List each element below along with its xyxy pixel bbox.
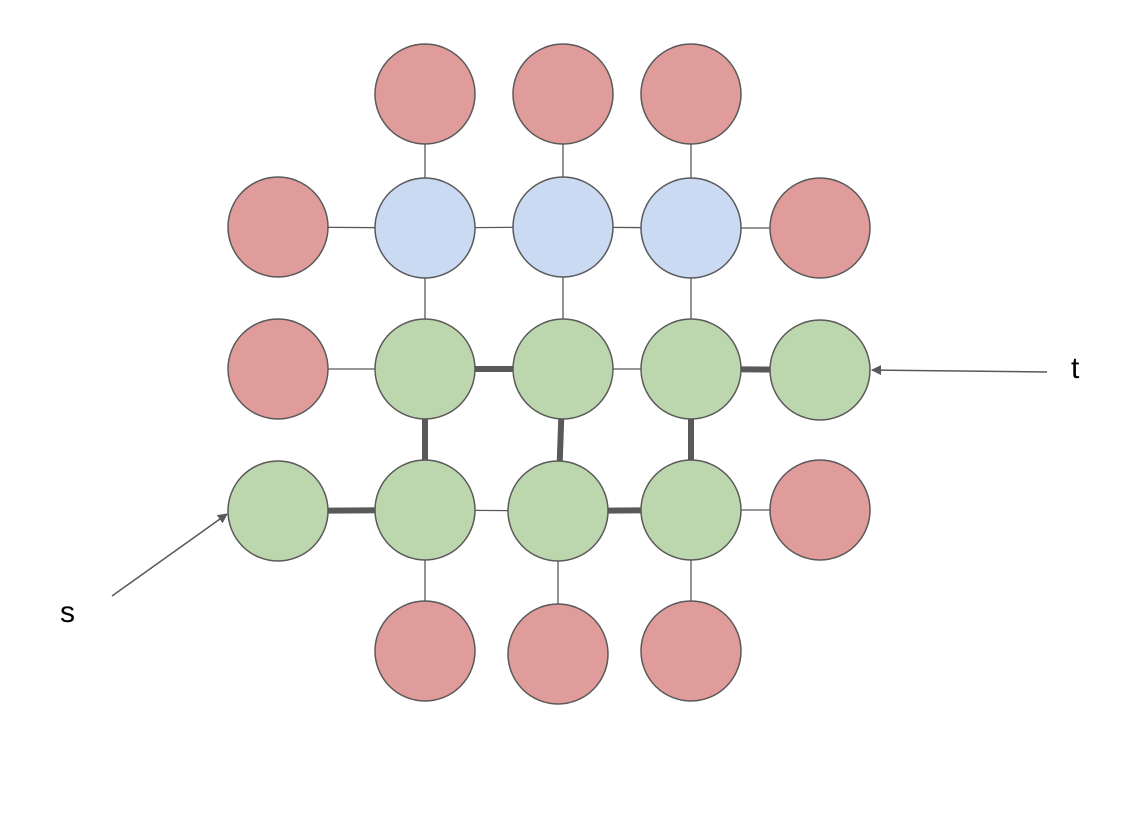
arrow-t-to-r2c4 [871, 365, 1048, 376]
node-r2c1-green [374, 318, 476, 420]
arrows-layer [111, 365, 1048, 597]
node-r4c2-red [507, 603, 609, 705]
node-r1c4-red [769, 177, 871, 279]
source-label: s [60, 596, 75, 629]
node-r3c2-green [507, 460, 609, 562]
target-label: t [1071, 352, 1080, 385]
arrow-s-to-r3c0 [111, 513, 228, 597]
node-r0c1-red [374, 43, 476, 145]
node-r2c3-green [640, 318, 742, 420]
node-r0c2-red [512, 43, 614, 145]
node-r4c3-red [640, 600, 742, 702]
node-r1c0-red [227, 176, 329, 278]
node-r4c1-red [374, 600, 476, 702]
node-r0c3-red [640, 43, 742, 145]
node-r3c4-red [769, 459, 871, 561]
node-r3c3-green [640, 459, 742, 561]
nodes-layer [227, 43, 871, 705]
node-r1c1-blue [374, 177, 476, 279]
node-r3c1-green [374, 459, 476, 561]
node-r2c4-green [769, 319, 871, 421]
node-r1c3-blue [640, 177, 742, 279]
node-r2c0-red [227, 318, 329, 420]
node-r1c2-blue [512, 176, 614, 278]
node-r2c2-green [512, 318, 614, 420]
node-r3c0-green [227, 460, 329, 562]
